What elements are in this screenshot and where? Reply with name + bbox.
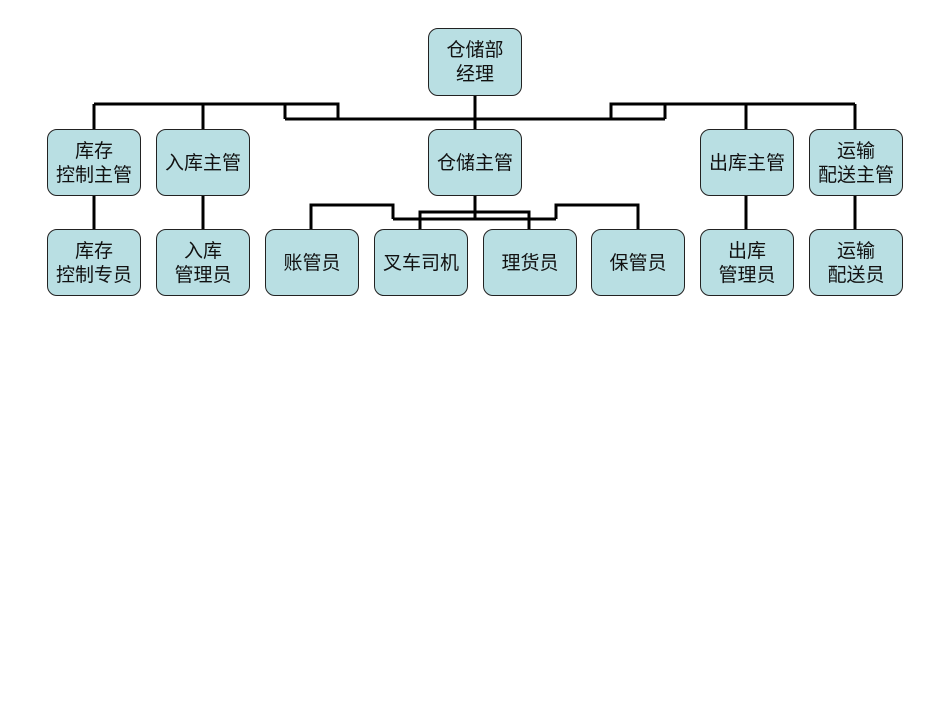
connector-line (283, 102, 340, 119)
connector-line (554, 203, 640, 229)
node-keeper: 保管员 (591, 229, 685, 296)
connector-line (309, 203, 395, 229)
node-sorter: 理货员 (483, 229, 577, 296)
node-delivery-staff: 运输 配送员 (809, 229, 903, 296)
node-warehouse-manager: 仓储部 经理 (428, 28, 522, 96)
node-inbound-supervisor: 入库主管 (156, 129, 250, 196)
node-storage-supervisor: 仓储主管 (428, 129, 522, 196)
connector-line (609, 102, 667, 119)
node-outbound-supervisor: 出库主管 (700, 129, 794, 196)
connector-line (418, 210, 531, 229)
node-inventory-specialist: 库存 控制专员 (47, 229, 141, 296)
node-account-clerk: 账管员 (265, 229, 359, 296)
node-forklift-driver: 叉车司机 (374, 229, 468, 296)
node-transport-supervisor: 运输 配送主管 (809, 129, 903, 196)
node-inbound-clerk: 入库 管理员 (156, 229, 250, 296)
node-inventory-supervisor: 库存 控制主管 (47, 129, 141, 196)
node-outbound-clerk: 出库 管理员 (700, 229, 794, 296)
